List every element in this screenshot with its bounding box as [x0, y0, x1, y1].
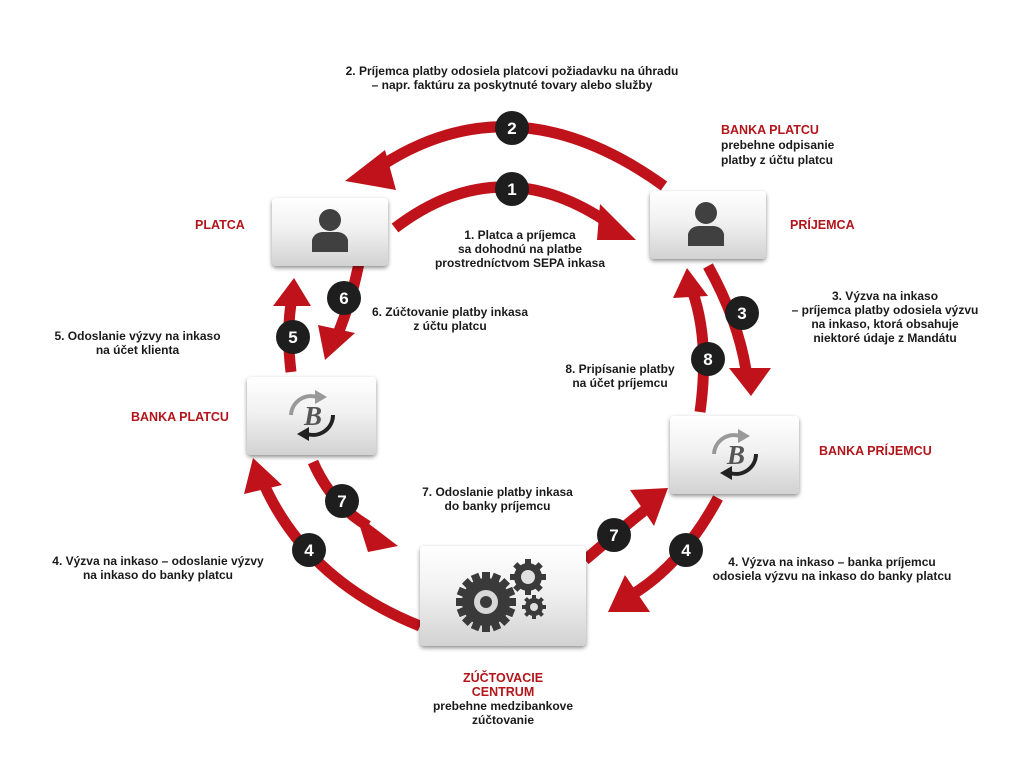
step-text-line: 6. Zúčtovanie platby inkasa	[371, 305, 529, 319]
step-badge-1: 1	[495, 172, 529, 206]
step-7-description: 7. Odoslanie platby inkasa do banky príj…	[405, 485, 590, 513]
node-label-prijemca: PRÍJEMCA	[790, 218, 855, 232]
step-badge-7-right: 7	[597, 518, 631, 552]
arrowhead-step-3	[729, 368, 771, 396]
step-number: 7	[337, 492, 346, 511]
arrowhead-step-1	[597, 204, 636, 240]
step-number: 1	[507, 180, 516, 199]
step-number: 4	[304, 541, 314, 560]
banka-platcu-note-line: prebehne odpisanie	[721, 138, 835, 152]
centrum-note: zúčtovanie	[471, 713, 534, 727]
step-4-right-description: 4. Výzva na inkaso – banka príjemcu odos…	[707, 555, 957, 583]
step-text-line: 4. Výzva na inkaso – odoslanie výzvy	[52, 554, 264, 568]
node-box-banka-prijemcu: B	[670, 416, 799, 494]
step-text-line: – napr. faktúru za poskytnuté tovary ale…	[371, 78, 653, 92]
step-text-line: na inkaso do banky platcu	[82, 568, 234, 582]
step-text-line: na účet príjemcu	[572, 376, 668, 390]
step-badge-2: 2	[495, 111, 529, 145]
step-number: 3	[737, 304, 746, 323]
step-5-description: 5. Odoslanie výzvy na inkaso na účet kli…	[45, 329, 230, 357]
step-text-line: 5. Odoslanie výzvy na inkaso	[54, 329, 221, 343]
step-text-line: 8. Pripísanie platby	[565, 362, 675, 376]
step-text-line: na inkaso, ktorá obsahuje	[811, 317, 959, 331]
step-number: 6	[339, 289, 348, 308]
step-badge-6: 6	[327, 281, 361, 315]
node-box-platca	[272, 198, 388, 266]
node-label-banka-platcu: BANKA PLATCU	[131, 410, 229, 424]
step-text-line: na účet klienta	[95, 343, 180, 357]
step-number: 5	[288, 328, 297, 347]
bank-refresh-icon: B	[712, 429, 758, 480]
person-icon	[688, 202, 724, 246]
arrowhead-step-8	[673, 268, 708, 298]
bank-letter: B	[303, 401, 322, 431]
step-text-line: niektoré údaje z Mandátu	[813, 331, 957, 345]
arrowhead-step-4-right	[608, 575, 650, 612]
arrowhead-step-7-left	[356, 514, 398, 552]
person-icon	[312, 209, 348, 252]
step-3-description: 3. Výzva na inkaso – príjemca platby odo…	[790, 289, 980, 345]
step-number: 4	[681, 541, 691, 560]
arrowhead-step-2	[345, 150, 396, 190]
step-2-description: 2. Príjemca platby odosiela platcovi pož…	[312, 64, 712, 92]
step-text-line: 3. Výzva na inkaso	[831, 289, 939, 303]
step-text-line: 2. Príjemca platby odosiela platcovi pož…	[345, 64, 679, 78]
step-text-line: 1. Platca a príjemca	[464, 228, 576, 242]
step-text-line: 7. Odoslanie platby inkasa	[422, 485, 573, 499]
step-badge-3: 3	[725, 296, 759, 330]
arrowhead-step-5	[273, 278, 311, 306]
arrowhead-step-4-left	[244, 458, 282, 494]
gears-icon	[456, 559, 546, 632]
node-box-prijemca	[650, 191, 766, 259]
centrum-title: ZÚČTOVACIE	[462, 671, 544, 685]
step-text-line: sa dohodnú na platbe	[457, 242, 582, 256]
banka-platcu-note-line: platby z účtu platcu	[721, 153, 834, 167]
banka-platcu-note-title: BANKA PLATCU	[721, 123, 819, 137]
step-number: 7	[609, 526, 618, 545]
step-badge-4-left: 4	[292, 533, 326, 567]
centrum-note: prebehne medzibankove	[432, 699, 574, 713]
step-1-description: 1. Platca a príjemca sa dohodnú na platb…	[425, 228, 615, 270]
arrowhead-step-7-right	[630, 488, 668, 526]
step-text-line: 4. Výzva na inkaso – banka príjemcu	[728, 555, 936, 569]
node-box-banka-platcu: B	[247, 377, 376, 455]
step-badge-5: 5	[276, 320, 310, 354]
arrowhead-step-6	[318, 325, 355, 360]
node-box-zuctovacie-centrum	[420, 546, 586, 646]
step-badge-8: 8	[691, 342, 725, 376]
step-text-line: do banky príjemcu	[444, 499, 551, 513]
bank-refresh-icon: B	[289, 390, 335, 441]
centrum-title: CENTRUM	[471, 685, 535, 699]
step-4-left-description: 4. Výzva na inkaso – odoslanie výzvy na …	[38, 554, 278, 582]
step-number: 8	[703, 350, 712, 369]
step-8-description: 8. Pripísanie platby na účet príjemcu	[555, 362, 685, 390]
bank-letter: B	[726, 440, 745, 470]
node-label-zuctovacie-centrum: ZÚČTOVACIE CENTRUM prebehne medzibankove…	[413, 671, 593, 727]
step-text-line: z účtu platcu	[413, 319, 487, 333]
node-label-banka-prijemcu: BANKA PRÍJEMCU	[819, 444, 932, 458]
arrow-step-4-left	[256, 477, 423, 632]
step-text-line: odosiela výzvu na inkaso do banky platcu	[712, 569, 952, 583]
step-badge-4-right: 4	[669, 533, 703, 567]
banka-platcu-note: BANKA PLATCU prebehne odpisanie platby z…	[721, 123, 834, 168]
step-6-description: 6. Zúčtovanie platby inkasa z účtu platc…	[365, 305, 535, 333]
step-text-line: prostredníctvom SEPA inkasa	[434, 256, 606, 270]
step-number: 2	[507, 119, 516, 138]
step-text-line: – príjemca platby odosiela výzvu	[791, 303, 979, 317]
node-label-platca: PLATCA	[195, 218, 245, 232]
step-badge-7-left: 7	[325, 484, 359, 518]
